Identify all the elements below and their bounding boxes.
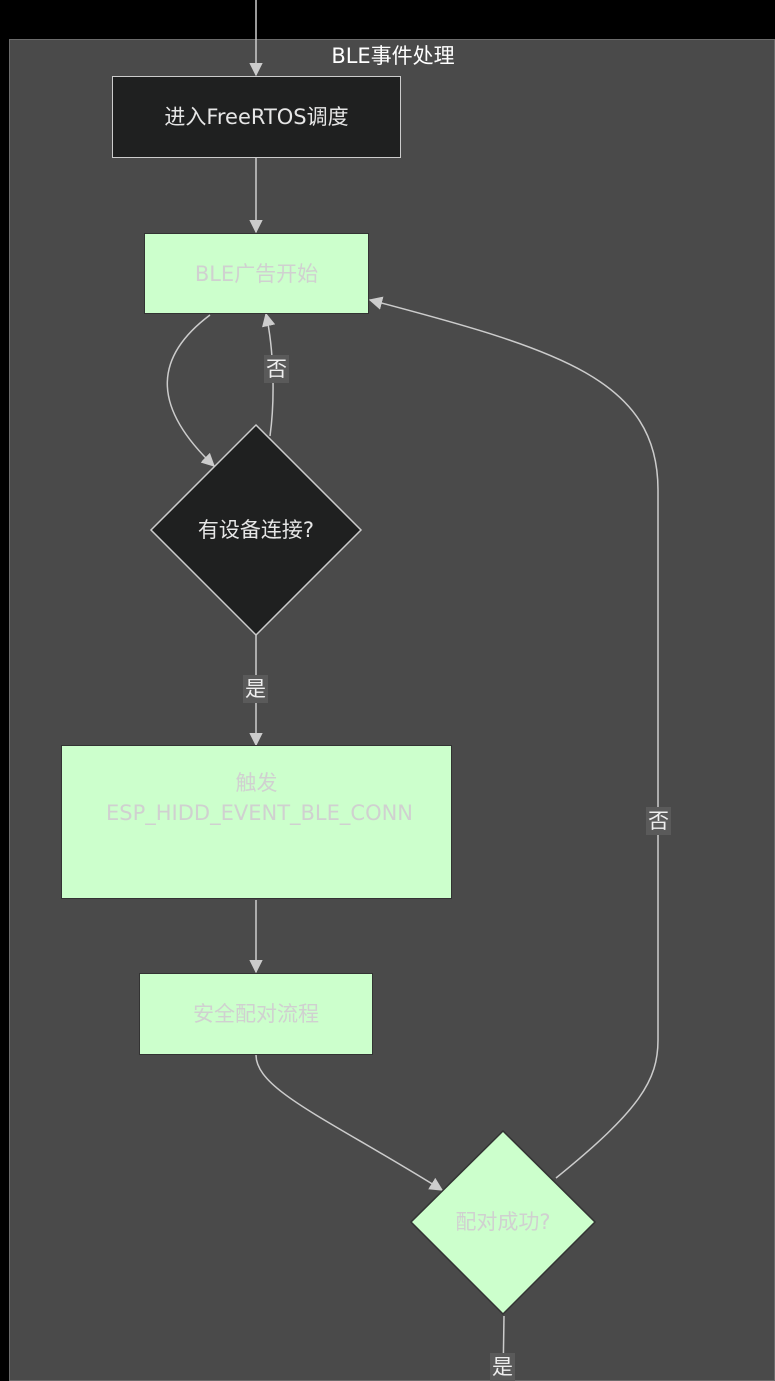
node-secure-pairing: 安全配对流程 [139,973,373,1055]
node-ble-adv-start: BLE广告开始 [144,233,369,314]
edge-label-yes-pair: 是 [490,1353,515,1381]
edge-adv-to-connect-check [166,314,215,467]
node-device-connected-label: 有设备连接? [197,518,315,542]
edge-label-yes-connect: 是 [243,675,268,703]
cluster-ble-event-handling [9,39,775,1381]
edge-pairing-no [368,296,659,1179]
node-enter-scheduler: 进入FreeRTOS调度 [112,76,401,158]
node-trigger-event-line1: 触发 [235,771,278,795]
edge-label-no-pair: 否 [646,807,671,835]
edge-label-no-connect: 否 [264,355,289,383]
node-secure-pairing-label: 安全配对流程 [193,1002,319,1026]
node-trigger-event-line2: ESP_HIDD_EVENT_BLE_CONN [106,801,414,825]
cluster-title: BLE事件处理 [331,44,455,68]
node-trigger-event: 触发 ESP_HIDD_EVENT_BLE_CONN [61,745,452,899]
diamond-device-connected [149,423,363,637]
node-pairing-success-label: 配对成功? [455,1210,551,1234]
diamond-pairing-success [409,1129,597,1316]
node-enter-scheduler-label: 进入FreeRTOS调度 [164,105,349,129]
node-ble-adv-start-label: BLE广告开始 [194,261,319,286]
edge-pairing-to-success-check [255,1054,444,1191]
